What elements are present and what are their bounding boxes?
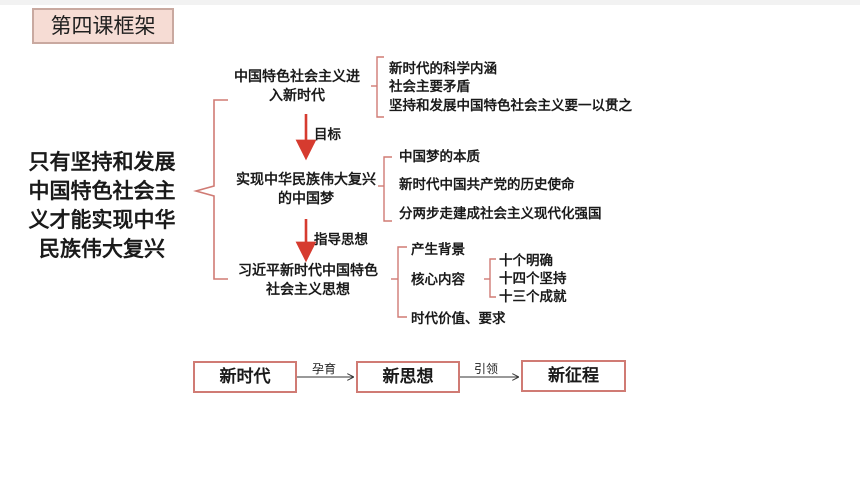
flow-box-new-thought: 新思想 xyxy=(356,361,460,393)
group3-item: 核心内容 xyxy=(411,272,465,288)
group1-bracket xyxy=(376,56,384,118)
flow-box-new-journey: 新征程 xyxy=(521,360,626,392)
group1-item: 新时代的科学内涵 xyxy=(389,61,497,77)
node-new-era: 中国特色社会主义进入新时代 xyxy=(234,69,360,104)
flow-label-nurture: 孕育 xyxy=(312,362,337,376)
subgroup-item: 十三个成就 xyxy=(499,289,567,305)
main-thesis: 只有坚持和发展中国特色社会主义才能实现中华民族伟大复兴 xyxy=(28,150,176,261)
group2-item: 中国梦的本质 xyxy=(399,149,480,165)
subgroup-item: 十个明确 xyxy=(499,253,553,269)
group3-item: 产生背景 xyxy=(411,242,465,258)
group3-item: 时代价值、要求 xyxy=(411,311,506,327)
node-chinese-dream: 实现中华民族伟大复兴的中国梦 xyxy=(236,172,376,207)
group1-item: 坚持和发展中国特色社会主义要一以贯之 xyxy=(389,98,632,114)
flow-box-new-era: 新时代 xyxy=(193,361,297,393)
node-xi-thought: 习近平新时代中国特色社会主义思想 xyxy=(238,263,378,298)
subgroup-bracket xyxy=(489,258,496,298)
group2-item: 分两步走建成社会主义现代化强国 xyxy=(399,206,602,222)
group2-item: 新时代中国共产党的历史使命 xyxy=(399,177,575,193)
subgroup-item: 十四个坚持 xyxy=(499,271,567,287)
group2-bracket xyxy=(383,156,392,222)
arrow-label-guide: 指导思想 xyxy=(314,232,368,248)
main-brace xyxy=(193,99,228,280)
page-title: 第四课框架 xyxy=(32,8,174,44)
group3-bracket xyxy=(397,246,407,318)
group1-item: 社会主要矛盾 xyxy=(389,79,470,95)
top-bar xyxy=(0,0,860,5)
arrow-label-goal: 目标 xyxy=(314,127,341,143)
flow-label-lead: 引领 xyxy=(474,362,499,376)
